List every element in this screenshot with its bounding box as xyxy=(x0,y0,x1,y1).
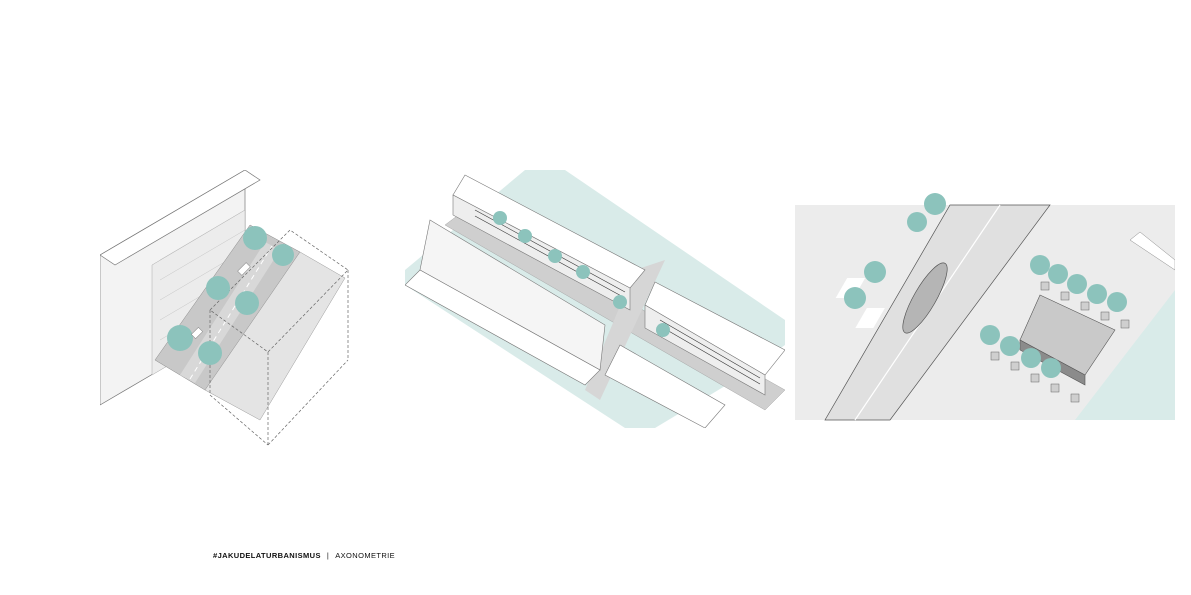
caption-label: AXONOMETRIE xyxy=(335,551,396,560)
background-building xyxy=(1129,231,1175,271)
caption-hashtag: #JAKUDELATURBANISMUS xyxy=(213,551,321,560)
square-with-tram-axonometry xyxy=(795,193,1175,421)
road xyxy=(824,204,1051,421)
street-section-axonometry xyxy=(100,170,349,446)
water-area xyxy=(1075,290,1175,420)
cross-street xyxy=(585,260,665,400)
tram xyxy=(902,262,948,334)
pavement xyxy=(204,251,346,421)
trees xyxy=(493,211,670,337)
caption-separator: | xyxy=(326,551,330,560)
row-houses-axonometry xyxy=(405,170,785,428)
lower-buildings xyxy=(405,219,726,428)
trees xyxy=(167,226,294,365)
cars xyxy=(190,262,251,340)
caption: #JAKUDELATURBANISMUS | AXONOMETRIE xyxy=(213,550,395,562)
tree-grates xyxy=(990,281,1130,403)
trees xyxy=(844,193,1127,378)
